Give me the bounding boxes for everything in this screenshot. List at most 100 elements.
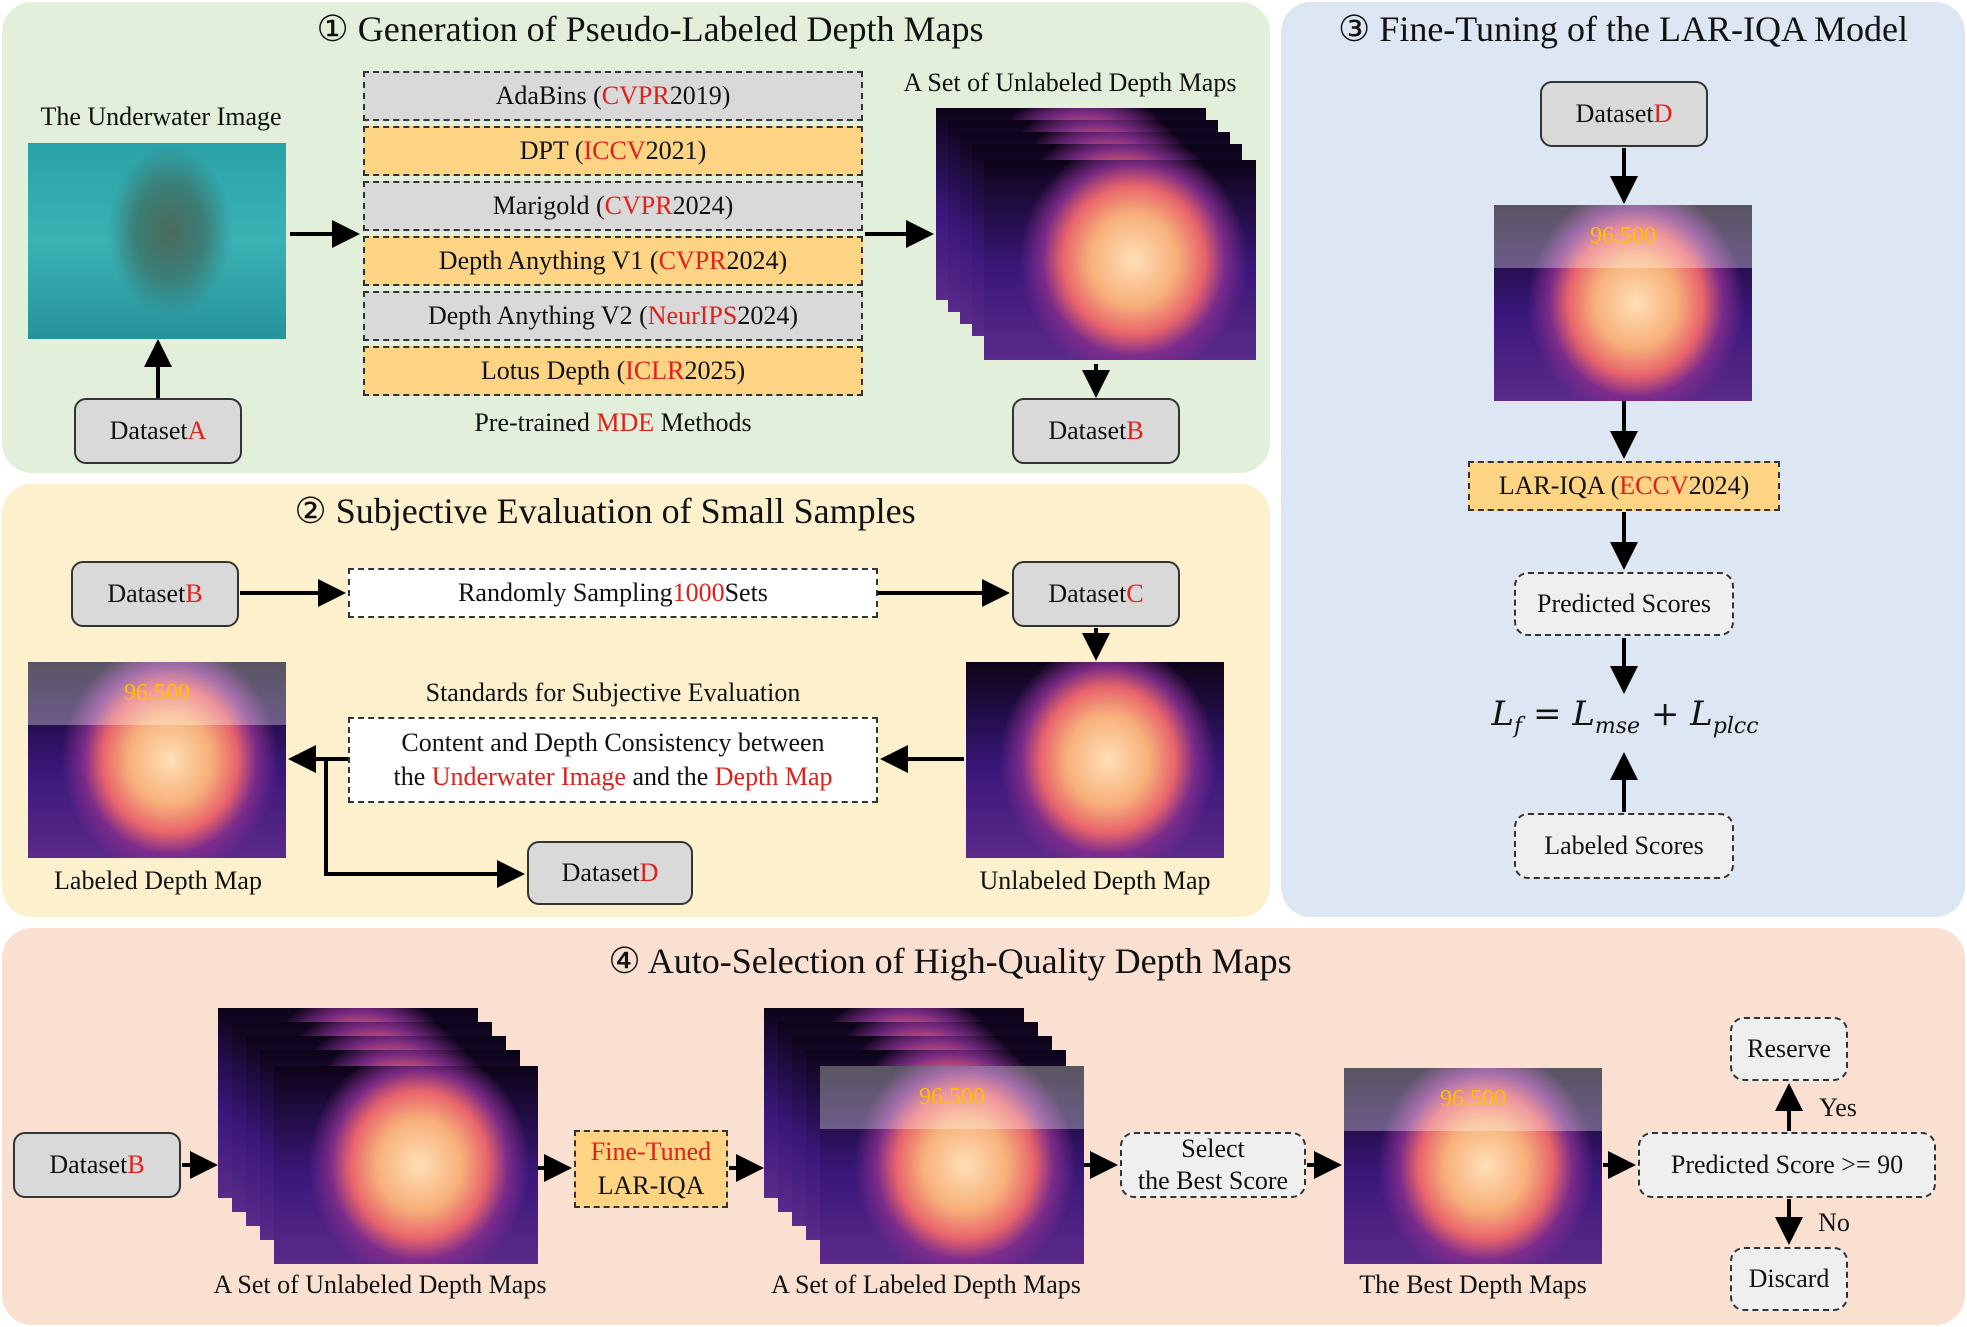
labeled-depth-map: 96.500 bbox=[28, 662, 286, 858]
standards-line-1: Content and Depth Consistency between bbox=[401, 728, 825, 757]
dataset-d-letter: D bbox=[639, 858, 659, 887]
lar-iqa-label: LAR-IQA bbox=[597, 1171, 705, 1200]
model-post: 2024) bbox=[1688, 471, 1750, 500]
dataset-c-letter: C bbox=[1126, 579, 1144, 608]
unlabeled-set-label: A Set of Unlabeled Depth Maps bbox=[903, 68, 1237, 97]
fine-tuned-lar-iqa-box: Fine-Tuned LAR-IQA bbox=[574, 1130, 728, 1208]
method-venue: CVPR bbox=[604, 191, 673, 220]
panel1-number: ① bbox=[316, 9, 349, 49]
dataset-b-box-p4: Dataset B bbox=[13, 1132, 181, 1198]
panel3-title-text: Fine-Tuning of the LAR-IQA Model bbox=[1379, 9, 1908, 49]
method-venue: NeurIPS bbox=[647, 301, 738, 330]
dataset-d-box-p3: Dataset D bbox=[1540, 81, 1708, 147]
formula-t2: L bbox=[1690, 694, 1713, 734]
method-name: Depth Anything V1 ( bbox=[438, 246, 659, 275]
sampling-count: 1000 bbox=[672, 578, 725, 607]
method-year: 2024) bbox=[672, 191, 734, 220]
score-band bbox=[1494, 205, 1752, 268]
dataset-b-prefix: Dataset bbox=[49, 1150, 128, 1179]
formula-t1-sub: mse bbox=[1594, 713, 1641, 739]
standards-line2-underwater: Underwater Image bbox=[431, 762, 626, 791]
dataset-a-letter: A bbox=[187, 416, 207, 445]
select-best-score-box: Select the Best Score bbox=[1120, 1132, 1306, 1198]
methods-caption: Pre-trained MDE Methods bbox=[363, 408, 863, 438]
model-pre: LAR-IQA ( bbox=[1498, 471, 1620, 500]
standards-line2-c: and the bbox=[625, 762, 715, 791]
labeled-set-label: A Set of Labeled Depth Maps bbox=[771, 1270, 1081, 1299]
panel4-number: ④ bbox=[608, 941, 641, 981]
formula-lhs-sub: f bbox=[1514, 713, 1523, 739]
score-band bbox=[820, 1066, 1084, 1130]
arrow-to-dataset-d bbox=[324, 759, 525, 888]
panel1-title: ① Generation of Pseudo-Labeled Depth Map… bbox=[250, 8, 1050, 50]
loss-formula: Lf = Lmse + Lplcc bbox=[1440, 694, 1810, 739]
best-depth-score: 96.500 bbox=[1440, 1085, 1506, 1112]
panel1-title-text: Generation of Pseudo-Labeled Depth Maps bbox=[357, 9, 984, 49]
unlabeled-depth-stack bbox=[218, 1008, 538, 1264]
dataset-b-box-p1: Dataset B bbox=[1012, 398, 1180, 464]
dataset-b-letter: B bbox=[1126, 416, 1144, 445]
panel4-title: ④ Auto-Selection of High-Quality Depth M… bbox=[550, 940, 1350, 982]
scored-depth-map: 96.500 bbox=[1494, 205, 1752, 401]
model-venue: ECCV bbox=[1619, 471, 1689, 500]
dataset-b-letter: B bbox=[185, 579, 203, 608]
depth-map-stack bbox=[936, 108, 1256, 364]
panel2-number: ② bbox=[294, 491, 327, 531]
method-name: DPT ( bbox=[519, 136, 584, 165]
best-depth-label: The Best Depth Maps bbox=[1359, 1270, 1587, 1299]
method-name: Marigold ( bbox=[492, 191, 605, 220]
formula-t1: L bbox=[1572, 694, 1595, 734]
depth-map-stack-layer bbox=[274, 1066, 538, 1264]
panel2-title: ② Subjective Evaluation of Small Samples bbox=[250, 490, 960, 532]
dataset-c-prefix: Dataset bbox=[1048, 579, 1127, 608]
labeled-depth-map-label: Labeled Depth Map bbox=[54, 866, 262, 895]
labeled-score: 96.500 bbox=[124, 679, 190, 706]
reserve-box: Reserve bbox=[1730, 1017, 1848, 1081]
score-band bbox=[1344, 1068, 1602, 1131]
labeled-depth-stack: 96.500 bbox=[764, 1008, 1084, 1264]
method-venue: ICLR bbox=[625, 356, 685, 385]
panel3-title: ③ Fine-Tuning of the LAR-IQA Model bbox=[1300, 8, 1946, 50]
sampling-post: Sets bbox=[724, 578, 768, 607]
method-venue: CVPR bbox=[658, 246, 727, 275]
dataset-d-prefix: Dataset bbox=[561, 858, 640, 887]
method-year: 2024) bbox=[726, 246, 788, 275]
dataset-a-prefix: Dataset bbox=[109, 416, 188, 445]
underwater-image bbox=[28, 143, 286, 339]
method-name: Lotus Depth ( bbox=[480, 356, 626, 385]
mde-method-box: AdaBins (CVPR 2019) bbox=[363, 71, 863, 121]
standards-box: Content and Depth Consistency between th… bbox=[348, 717, 878, 803]
method-name: Depth Anything V2 ( bbox=[427, 301, 648, 330]
labeled-stack-score: 96.500 bbox=[919, 1084, 985, 1111]
dataset-d-prefix: Dataset bbox=[1575, 99, 1654, 128]
fine-tuned-label: Fine-Tuned bbox=[590, 1137, 712, 1166]
discard-box: Discard bbox=[1730, 1247, 1848, 1311]
yes-label: Yes bbox=[1819, 1093, 1857, 1122]
dataset-c-box: Dataset C bbox=[1012, 561, 1180, 627]
best-depth-map: 96.500 bbox=[1344, 1068, 1602, 1264]
no-label: No bbox=[1818, 1208, 1850, 1237]
unlabeled-depth-map bbox=[966, 662, 1224, 858]
lar-iqa-model-box: LAR-IQA (ECCV 2024) bbox=[1468, 461, 1780, 511]
method-venue: ICCV bbox=[583, 136, 646, 165]
random-sampling-box: Randomly Sampling 1000 Sets bbox=[348, 568, 878, 618]
panel2-title-text: Subjective Evaluation of Small Samples bbox=[335, 491, 916, 531]
panel4-title-text: Auto-Selection of High-Quality Depth Map… bbox=[647, 941, 1292, 981]
formula-eq: = bbox=[1522, 694, 1573, 734]
mde-method-box: Marigold (CVPR 2024) bbox=[363, 181, 863, 231]
mde-method-box: DPT (ICCV 2021) bbox=[363, 126, 863, 176]
methods-caption-post: Methods bbox=[654, 408, 752, 437]
sampling-pre: Randomly Sampling bbox=[458, 578, 673, 607]
methods-caption-mde: MDE bbox=[596, 408, 655, 437]
labeled-stack-front: 96.500 bbox=[820, 1066, 1084, 1264]
method-venue: CVPR bbox=[601, 81, 670, 110]
method-year: 2024) bbox=[737, 301, 799, 330]
labeled-scores-box: Labeled Scores bbox=[1514, 813, 1734, 879]
mde-method-box: Depth Anything V2 (NeurIPS 2024) bbox=[363, 291, 863, 341]
dataset-d-letter: D bbox=[1653, 99, 1673, 128]
method-year: 2025) bbox=[684, 356, 746, 385]
standards-line2-a: the bbox=[393, 762, 432, 791]
dataset-b-prefix: Dataset bbox=[1048, 416, 1127, 445]
standards-title: Standards for Subjective Evaluation bbox=[425, 678, 801, 707]
